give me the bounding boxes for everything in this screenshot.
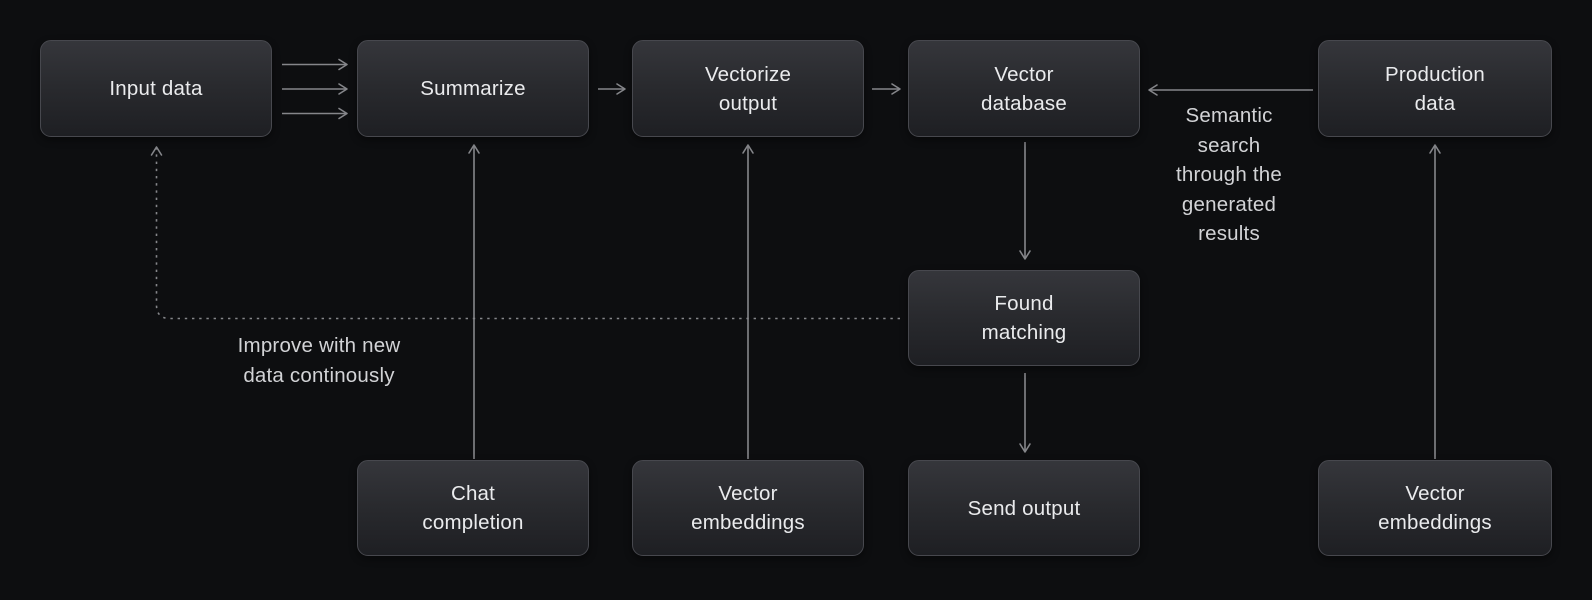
node-production-data: Production data xyxy=(1318,40,1552,137)
node-vector-database: Vector database xyxy=(908,40,1140,137)
edge-found-to-input-feedback xyxy=(150,146,900,320)
node-input-data: Input data xyxy=(40,40,272,137)
node-vector-embeddings-left: Vector embeddings xyxy=(632,460,864,556)
label-improve-loop: Improve with new data continously xyxy=(237,334,401,387)
node-summarize: Summarize xyxy=(357,40,589,137)
node-vectorize-output: Vectorize output xyxy=(632,40,864,137)
node-vector-embeddings-right: Vector embeddings xyxy=(1318,460,1552,556)
node-found-matching: Found matching xyxy=(908,270,1140,366)
node-chat-completion: Chat completion xyxy=(357,460,589,556)
label-semantic-search: Semantic search through the generated re… xyxy=(1176,104,1282,245)
node-send-output: Send output xyxy=(908,460,1140,556)
edge-input-to-summarize xyxy=(282,58,348,120)
